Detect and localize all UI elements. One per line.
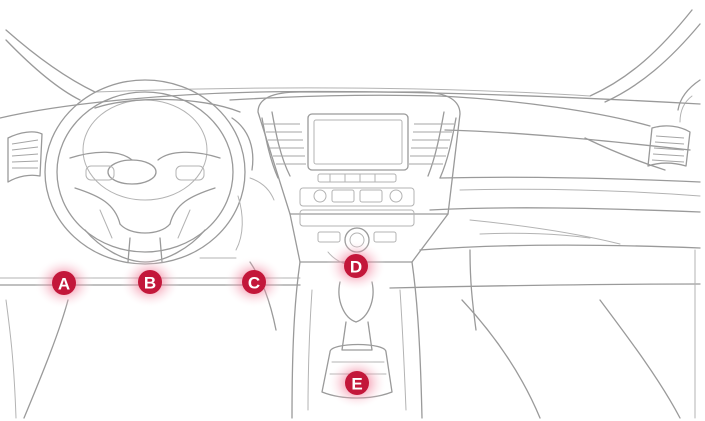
marker-e: E [327,357,387,409]
marker-label: D [350,258,362,277]
marker-c: C [224,256,284,308]
dashboard [0,92,700,331]
center-stack [258,92,460,262]
marker-label: A [58,275,70,294]
marker-d: D [326,240,386,292]
marker-b: B [120,256,180,308]
windshield [6,10,700,122]
instrument-cluster [95,99,274,250]
fuse-location-markers: A B C D E [34,240,387,409]
steering-wheel [45,80,245,264]
marker-label: E [351,375,362,394]
left-air-vent [8,132,42,182]
marker-a: A [34,257,94,309]
marker-label: B [144,274,156,293]
marker-label: C [248,274,260,293]
